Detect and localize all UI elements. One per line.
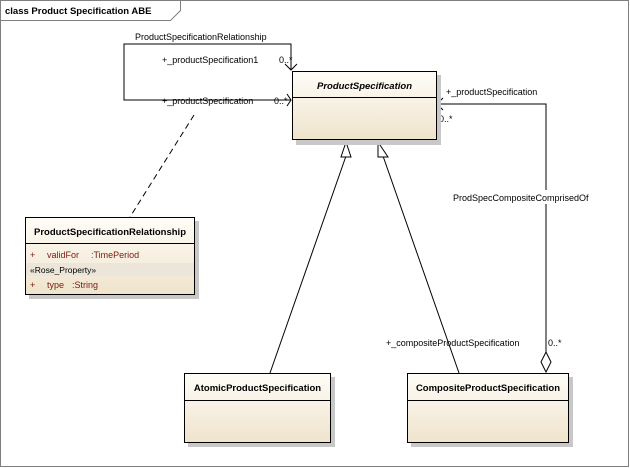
attribute-name: validFor	[47, 250, 79, 260]
attribute-visibility: +	[30, 250, 35, 260]
aggregation-diamond-icon	[540, 350, 552, 374]
attribute-name: type	[47, 280, 64, 290]
class-product-specification-relationship[interactable]: ProductSpecificationRelationship + valid…	[25, 217, 200, 300]
self-role-bottom: +_productSpecification	[162, 96, 253, 106]
association-class-link	[129, 114, 195, 218]
class-name: ProductSpecificationRelationship	[34, 227, 186, 238]
self-association-name: ProductSpecificationRelationship	[135, 32, 267, 42]
self-role-top: +_productSpecification1	[162, 55, 258, 65]
stereotype-band	[26, 263, 194, 276]
self-mult-top: 0..*	[279, 55, 293, 65]
class-atomic-product-specification[interactable]: AtomicProductSpecification	[184, 373, 336, 448]
generalization-composite[interactable]	[377, 140, 460, 374]
composite-role-bottom: +_compositeProductSpecification	[386, 338, 519, 348]
class-product-specification[interactable]: ProductSpecification	[292, 71, 442, 146]
class-name: AtomicProductSpecification	[194, 383, 321, 394]
association-label-bg	[451, 190, 613, 204]
attribute-type: :String	[72, 280, 98, 290]
generalization-arrow-icon	[377, 140, 389, 158]
class-composite-product-specification[interactable]: CompositeProductSpecification	[407, 373, 574, 448]
self-mult-bottom: 0..*	[274, 96, 288, 106]
generalization-atomic[interactable]	[269, 140, 352, 374]
composite-mult-top: 0..*	[439, 114, 453, 124]
attribute-type: :TimePeriod	[91, 250, 139, 260]
class-name: CompositeProductSpecification	[416, 383, 560, 394]
composite-role-top: +_productSpecification	[446, 87, 537, 97]
self-association[interactable]	[123, 43, 298, 107]
composite-association-name: ProdSpecCompositeComprisedOf	[453, 193, 589, 203]
class-name: ProductSpecification	[317, 81, 412, 92]
attribute-visibility: +	[30, 280, 35, 290]
composite-mult-bottom: 0..*	[548, 338, 562, 348]
stereotype-label: «Rose_Property»	[30, 265, 96, 275]
diagram-title: class Product Specification ABE	[5, 6, 151, 17]
generalization-arrow-icon	[340, 140, 352, 158]
